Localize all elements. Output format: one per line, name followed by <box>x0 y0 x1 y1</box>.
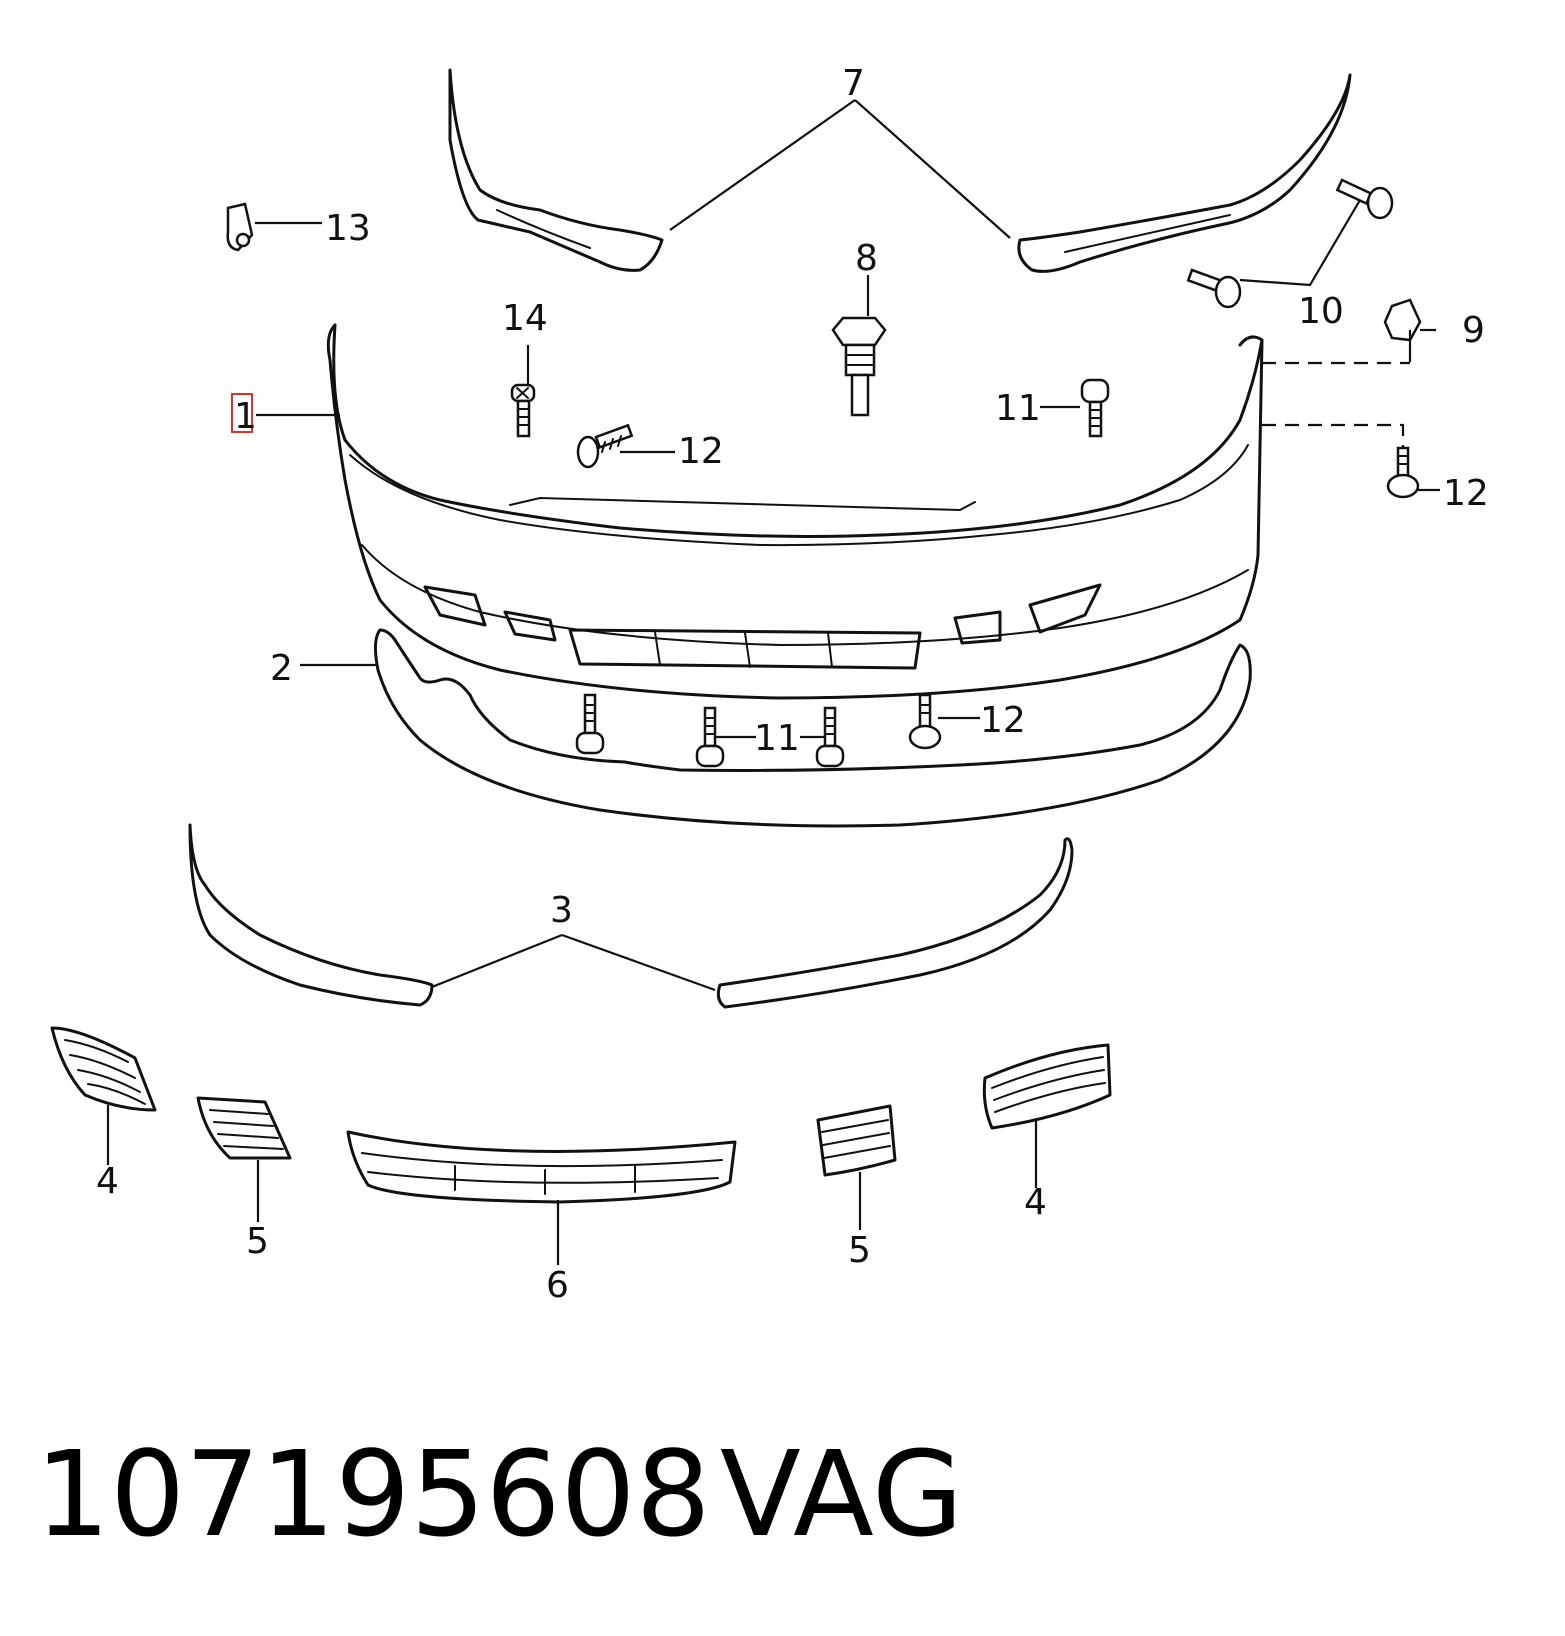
brand-label: VAG <box>720 1425 963 1563</box>
callout-14: 14 <box>502 298 548 339</box>
callout-4: 4 <box>96 1161 119 1202</box>
part-number-label: 107195608 <box>35 1425 711 1563</box>
part-5-right-grille <box>816 1104 897 1177</box>
part-11-screw-d <box>815 706 845 768</box>
part-1-bumper-cover <box>326 323 1264 700</box>
callout-13: 13 <box>325 208 371 249</box>
part-6-centre-grille <box>346 1130 737 1204</box>
part-10-screw-a <box>1335 178 1394 220</box>
callout-3: 3 <box>550 890 573 931</box>
part-7-spoiler-strips <box>448 68 1352 273</box>
part-4-left-grille <box>50 1026 157 1112</box>
part-12-screw-b <box>1386 446 1420 499</box>
callout-12: 12 <box>678 431 724 472</box>
part-11-screw-a <box>1080 378 1110 438</box>
callout-12: 12 <box>980 700 1026 741</box>
part-12-screw-a <box>576 423 634 469</box>
callout-10: 10 <box>1298 291 1344 332</box>
part-14-screw <box>510 383 536 438</box>
callout-9: 9 <box>1462 310 1485 351</box>
part-5-left-grille <box>196 1096 292 1160</box>
callouts: 7 13 8 14 10 9 1 11 12 12 2 11 12 3 4 5 … <box>96 63 1489 1306</box>
callout-5: 5 <box>246 1221 269 1262</box>
leader-lines <box>106 99 1440 1265</box>
part-13-clip <box>226 202 254 252</box>
part-12-screw-c <box>908 693 942 750</box>
part-3-trim-strips <box>188 823 1074 1009</box>
callout-1: 1 <box>234 396 257 437</box>
part-11-screw-b <box>575 693 605 755</box>
callout-4: 4 <box>1024 1182 1047 1223</box>
callout-6: 6 <box>546 1265 569 1306</box>
part-9-clip <box>1383 298 1422 342</box>
part-11-screw-c <box>695 706 725 768</box>
callout-1-highlight-box <box>231 393 253 433</box>
part-10-screw-b <box>1186 268 1242 309</box>
callout-12: 12 <box>1443 473 1489 514</box>
callout-11: 11 <box>995 388 1041 429</box>
callout-8: 8 <box>855 238 878 279</box>
callout-7: 7 <box>842 63 865 104</box>
callout-5: 5 <box>848 1230 871 1271</box>
part-2-lower-valance <box>373 628 1252 828</box>
callout-11: 11 <box>754 718 800 759</box>
part-8-plug <box>831 316 887 417</box>
part-4-right-grille <box>982 1043 1112 1130</box>
callout-2: 2 <box>270 648 293 689</box>
